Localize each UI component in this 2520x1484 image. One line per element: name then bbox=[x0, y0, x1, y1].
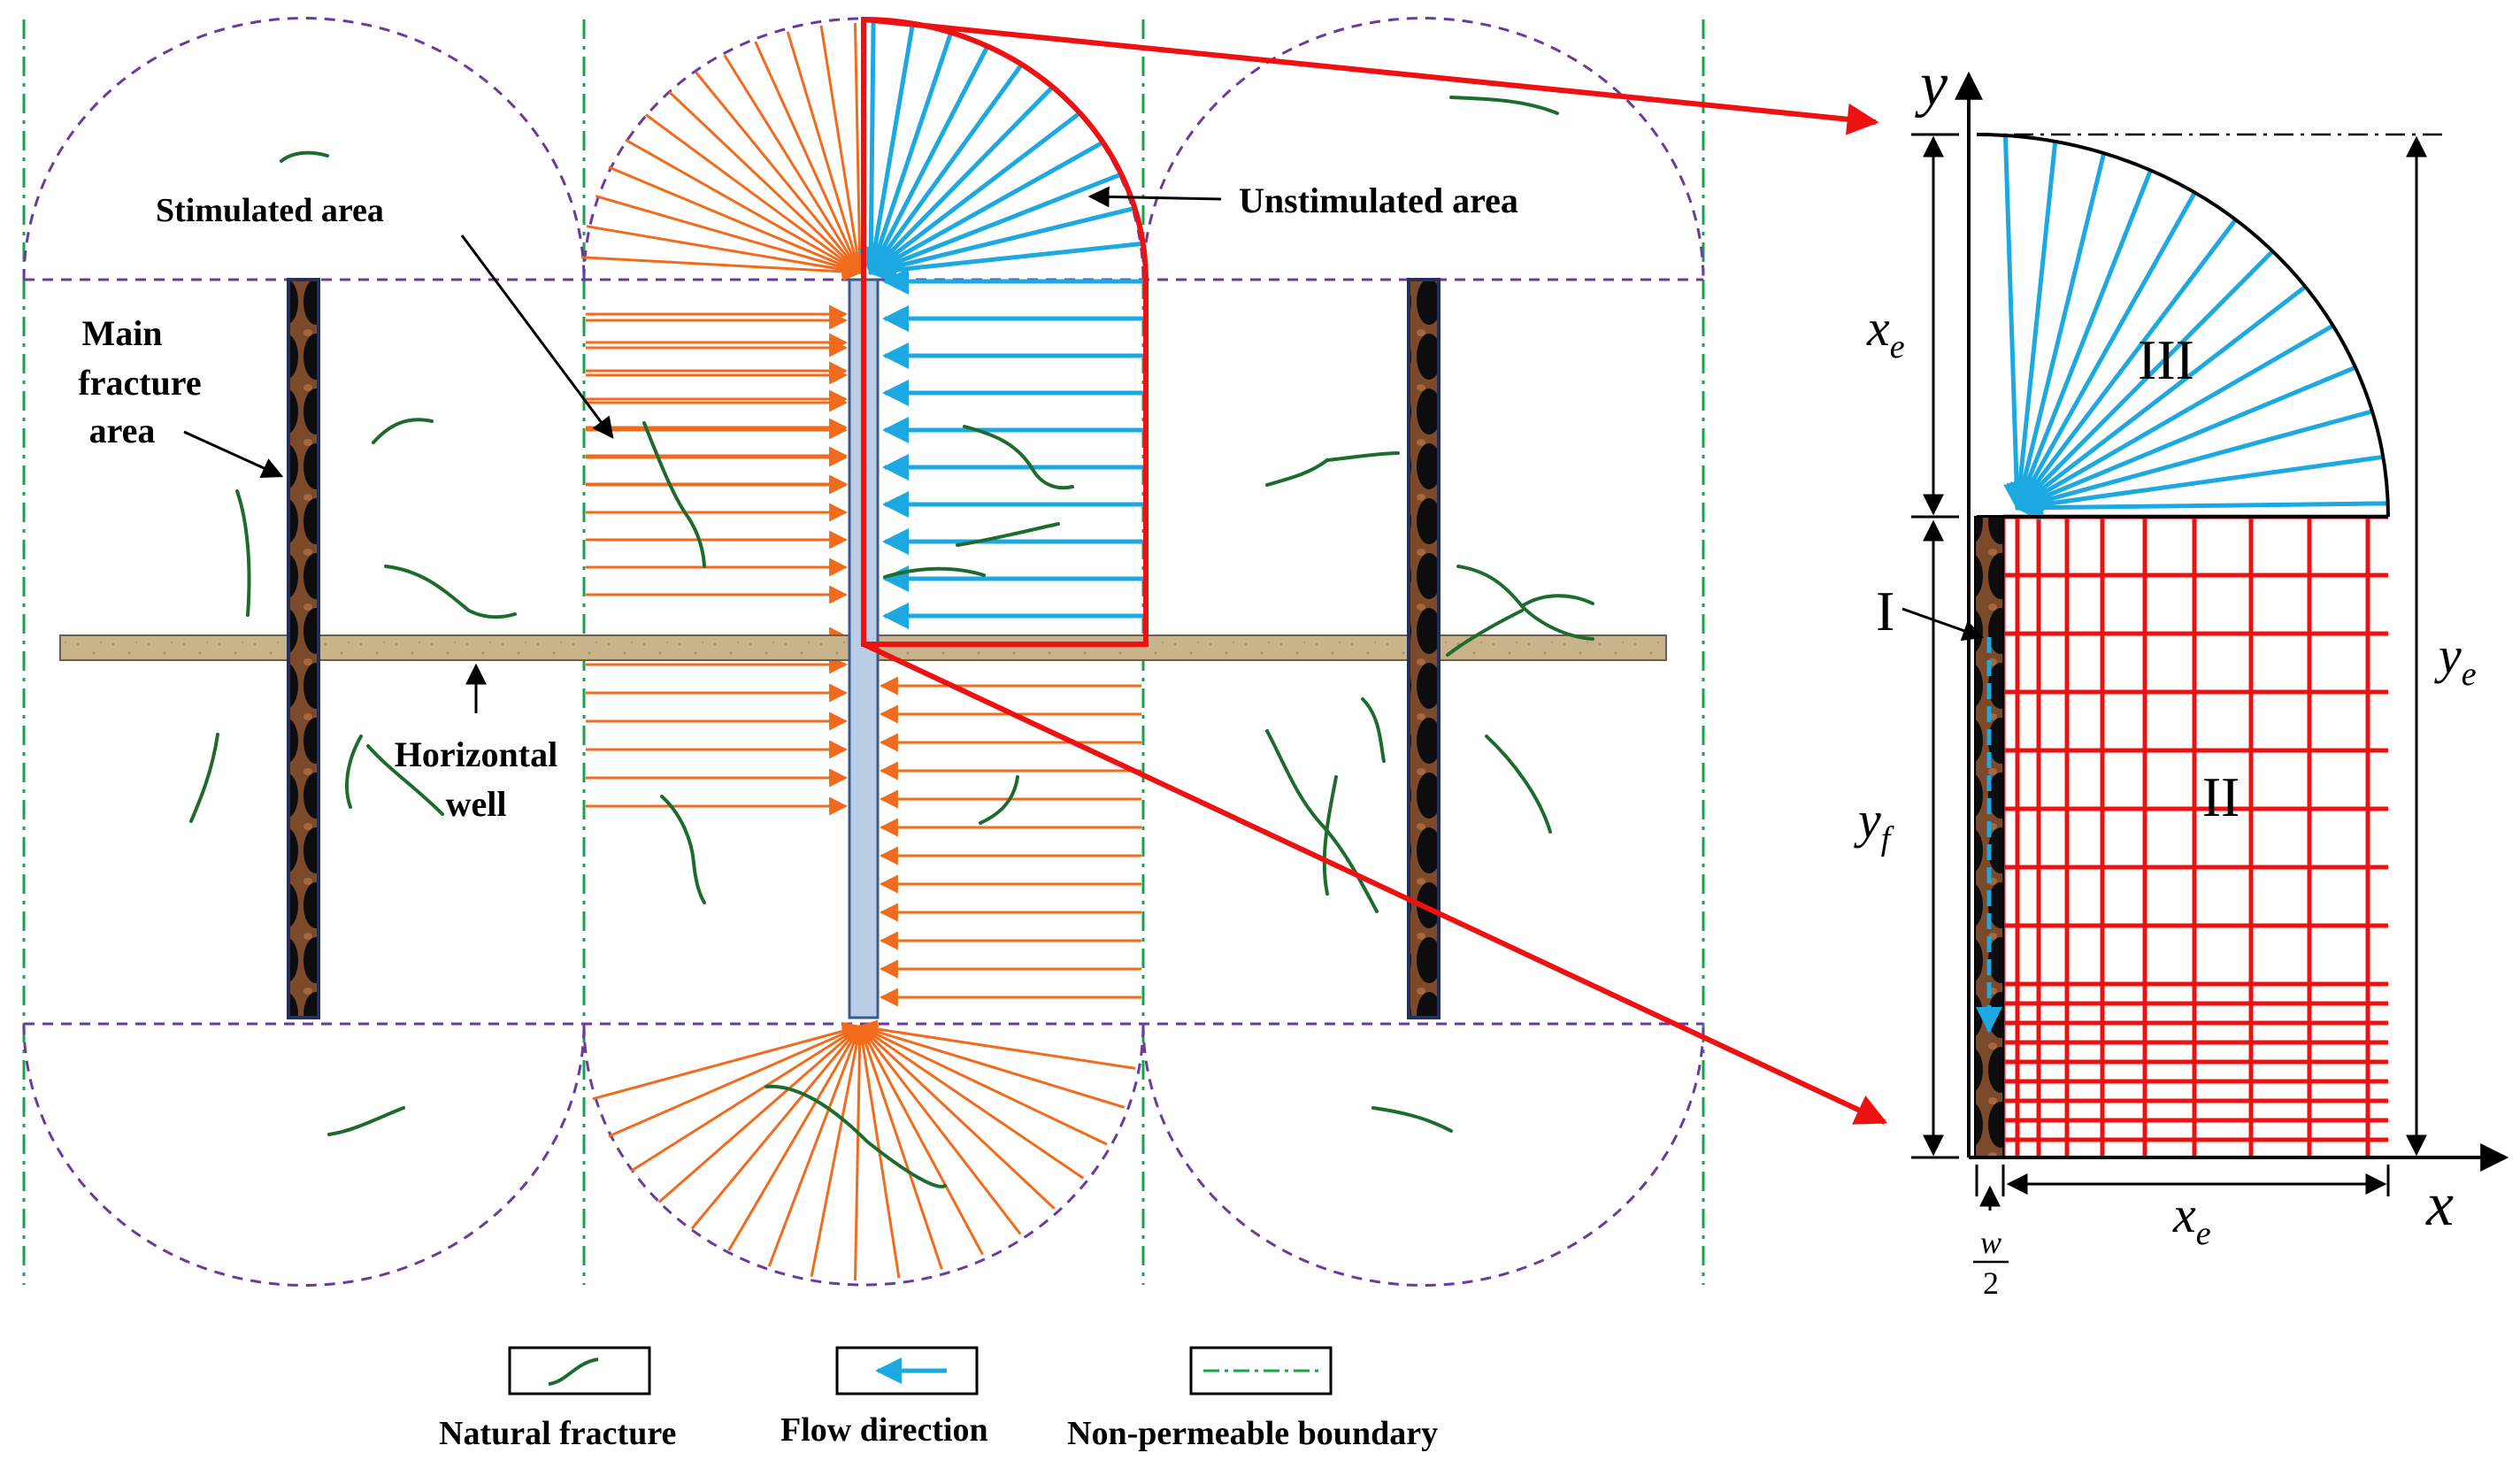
blue-radial-arrow bbox=[868, 64, 1023, 275]
legend-non-permeable-boundary-label: Non-permeable boundary bbox=[1067, 1415, 1438, 1452]
legend-flow-direction: Flow direction bbox=[780, 1346, 988, 1449]
main-fracture-left bbox=[287, 278, 320, 1019]
yf-label: yf bbox=[1854, 791, 1894, 857]
region-iii-arrow bbox=[2009, 152, 2107, 511]
region-iii-arrow bbox=[2015, 454, 2384, 519]
w-numerator: w bbox=[1980, 1225, 2001, 1260]
blue-radial-arrow bbox=[868, 141, 1103, 275]
orange-radial-arrow-bottom bbox=[592, 1021, 863, 1101]
orange-radial-arrow-bottom bbox=[858, 1025, 984, 1256]
zoom-arrows bbox=[862, 17, 1888, 1125]
dimension-lines bbox=[1911, 133, 2427, 1211]
blue-radial-arrow bbox=[868, 241, 1143, 284]
main-fracture-label-line3: area bbox=[89, 411, 156, 450]
blue-radial-arrow bbox=[868, 172, 1122, 277]
orange-radial-arrow-top bbox=[586, 225, 863, 280]
w-denominator: 2 bbox=[1983, 1265, 1999, 1301]
orange-radial-arrow-bottom bbox=[857, 1019, 1136, 1070]
xe-bottom-label: xe bbox=[2172, 1186, 2211, 1252]
orange-radial-arrow-top bbox=[754, 41, 862, 274]
orange-radial-arrow-top bbox=[595, 195, 863, 277]
model-panel: y x xe ye yf xe w 2 I II III bbox=[1854, 50, 2509, 1301]
orange-radial-arrow-top bbox=[695, 71, 862, 274]
region-iii-arrow bbox=[2006, 141, 2058, 511]
orange-radial-arrow-bottom bbox=[630, 1025, 862, 1173]
legend-non-permeable-boundary: Non-permeable boundary bbox=[1067, 1346, 1438, 1452]
orange-radial-arrow-bottom bbox=[810, 1024, 866, 1277]
unstimulated-boundary bbox=[861, 16, 1149, 647]
leader-arrows bbox=[183, 186, 1222, 713]
natural-fractures bbox=[189, 96, 1594, 1188]
region-iii-label: III bbox=[2138, 328, 2194, 391]
orange-radial-arrow-bottom bbox=[657, 1025, 862, 1203]
horizontal-well-label-line1: Horizontal bbox=[395, 734, 557, 774]
horizontal-well-label-line2: well bbox=[446, 784, 507, 824]
unstimulated-area-label: Unstimulated area bbox=[1239, 181, 1518, 220]
region-iii-arrow bbox=[2015, 494, 2388, 521]
ye-right-label: ye bbox=[2434, 627, 2477, 693]
orange-radial-arrow-top bbox=[723, 54, 862, 274]
blue-radial-arrow bbox=[868, 206, 1135, 281]
region-iii-arrow bbox=[2015, 365, 2356, 511]
orange-radial-arrow-bottom bbox=[857, 1022, 1126, 1109]
main-fracture-label-line2: fracture bbox=[78, 363, 201, 403]
region-iii-arrow bbox=[2015, 285, 2307, 510]
blue-radial-arrow bbox=[868, 46, 989, 275]
region-i-label: I bbox=[1876, 580, 1894, 642]
orange-radial-arrow-bottom bbox=[857, 1025, 943, 1270]
legend-natural-fracture-label: Natural fracture bbox=[439, 1415, 676, 1452]
orange-radial-arrow-bottom bbox=[858, 1025, 1108, 1146]
main-fracture-label-line1: Main bbox=[81, 313, 162, 353]
orange-radial-arrow-bottom bbox=[727, 1025, 862, 1251]
orange-radial-arrow-top bbox=[786, 31, 864, 275]
quadrant-boundary bbox=[1976, 133, 2390, 518]
region-iii-arrow bbox=[2013, 169, 2153, 511]
stimulated-area-label: Stimulated area bbox=[156, 192, 384, 229]
orange-radial-arrow-top bbox=[608, 165, 862, 275]
orange-radial-arrow-bottom bbox=[690, 1025, 862, 1230]
blue-radial-arrow bbox=[868, 111, 1081, 274]
orange-radial-arrow-top bbox=[645, 113, 862, 274]
orange-radial-arrow-top bbox=[819, 25, 867, 275]
orange-radial-arrow-top bbox=[850, 23, 870, 275]
main-fracture-right bbox=[1407, 278, 1441, 1019]
region-iii-arrow bbox=[2002, 135, 2031, 511]
region-i-leader bbox=[1902, 607, 1985, 642]
orange-radial-arrow-top bbox=[625, 138, 862, 274]
region-iii-arrow bbox=[2015, 323, 2334, 511]
region-ii-label: II bbox=[2202, 765, 2240, 828]
region-iii-arrow bbox=[2015, 191, 2197, 511]
x-axis-label: x bbox=[2425, 1171, 2454, 1239]
blue-flow-main bbox=[857, 21, 1143, 629]
region-iii-flow bbox=[2002, 135, 2388, 521]
orange-radial-arrow-bottom bbox=[858, 1025, 1056, 1210]
legend-flow-direction-label: Flow direction bbox=[780, 1411, 988, 1449]
orange-radial-arrow-top bbox=[581, 256, 863, 281]
orange-radial-arrow-top bbox=[668, 90, 862, 274]
orange-radial-arrow-bottom bbox=[767, 1025, 864, 1267]
region-iii-arrow bbox=[2015, 250, 2275, 511]
region-iii-arrow bbox=[2015, 409, 2373, 515]
orange-radial-flow bbox=[581, 23, 1136, 1280]
region-ii-grid bbox=[2001, 514, 2388, 1157]
orange-radial-arrow-bottom bbox=[608, 1024, 862, 1138]
blue-radial-arrow bbox=[861, 25, 915, 275]
orange-radial-arrow-bottom bbox=[858, 1025, 1022, 1235]
blue-radial-arrow bbox=[865, 33, 953, 275]
orange-radial-arrow-bottom bbox=[858, 1025, 1085, 1180]
legend: Natural fracture Flow direction Non-perm… bbox=[439, 1346, 1438, 1452]
natural-fracture-icon bbox=[548, 1357, 599, 1386]
y-axis-label: y bbox=[1915, 50, 1948, 119]
orange-radial-arrow-bottom bbox=[850, 1024, 870, 1280]
legend-natural-fracture: Natural fracture bbox=[439, 1346, 676, 1452]
xe-left-label: xe bbox=[1866, 299, 1905, 365]
region-iii-arrow bbox=[2016, 218, 2238, 511]
blue-radial-arrow bbox=[857, 21, 885, 275]
blue-radial-arrow bbox=[868, 86, 1054, 275]
